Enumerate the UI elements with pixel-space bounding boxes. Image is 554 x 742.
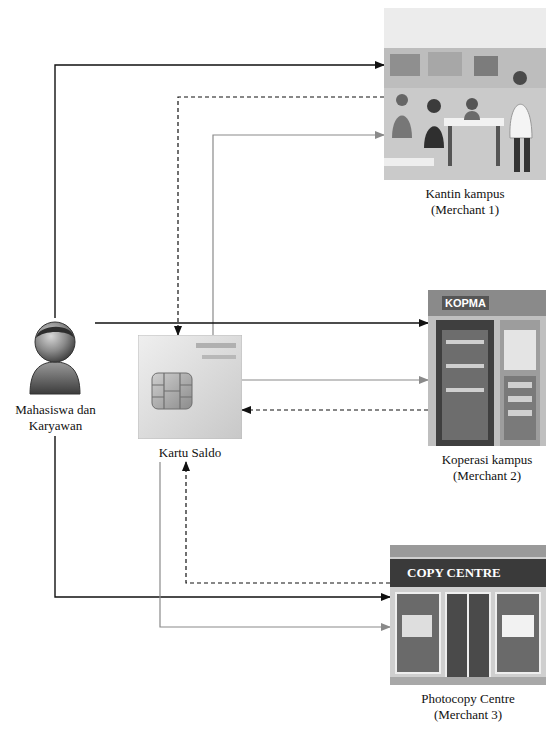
flow-arrow <box>95 322 428 323</box>
dashed-arrow <box>178 97 384 335</box>
node-caption: Photocopy Centre (Merchant 3) <box>412 691 524 723</box>
person-icon <box>24 318 86 396</box>
node-caption: Kantin kampus (Merchant 1) <box>410 186 520 218</box>
card-node: Kartu Saldo <box>138 335 242 461</box>
dashed-arrow <box>242 409 428 410</box>
merchant-node: Kantin kampus (Merchant 1) <box>384 8 546 218</box>
node-caption: Koperasi kampus (Merchant 2) <box>432 452 542 484</box>
flow-arrow <box>242 379 428 380</box>
flow-arrow <box>55 436 390 597</box>
canteen-photo <box>384 8 546 180</box>
shop-sign: COPY CENTRE <box>404 564 504 582</box>
merchant-node: Koperasi kampus (Merchant 2) <box>428 290 546 484</box>
card-image <box>138 335 242 439</box>
flow-arrow <box>55 65 384 318</box>
flow-arrow <box>213 135 384 335</box>
node-caption: Kartu Saldo <box>138 445 242 461</box>
shop-sign: KOPMA <box>442 296 489 310</box>
node-caption: Mahasiswa dan Karyawan <box>8 402 103 434</box>
cooperative-photo <box>428 290 546 446</box>
dashed-arrow <box>186 462 390 583</box>
actor-node: Mahasiswa dan Karyawan <box>8 318 103 434</box>
flow-arrow <box>160 462 390 627</box>
